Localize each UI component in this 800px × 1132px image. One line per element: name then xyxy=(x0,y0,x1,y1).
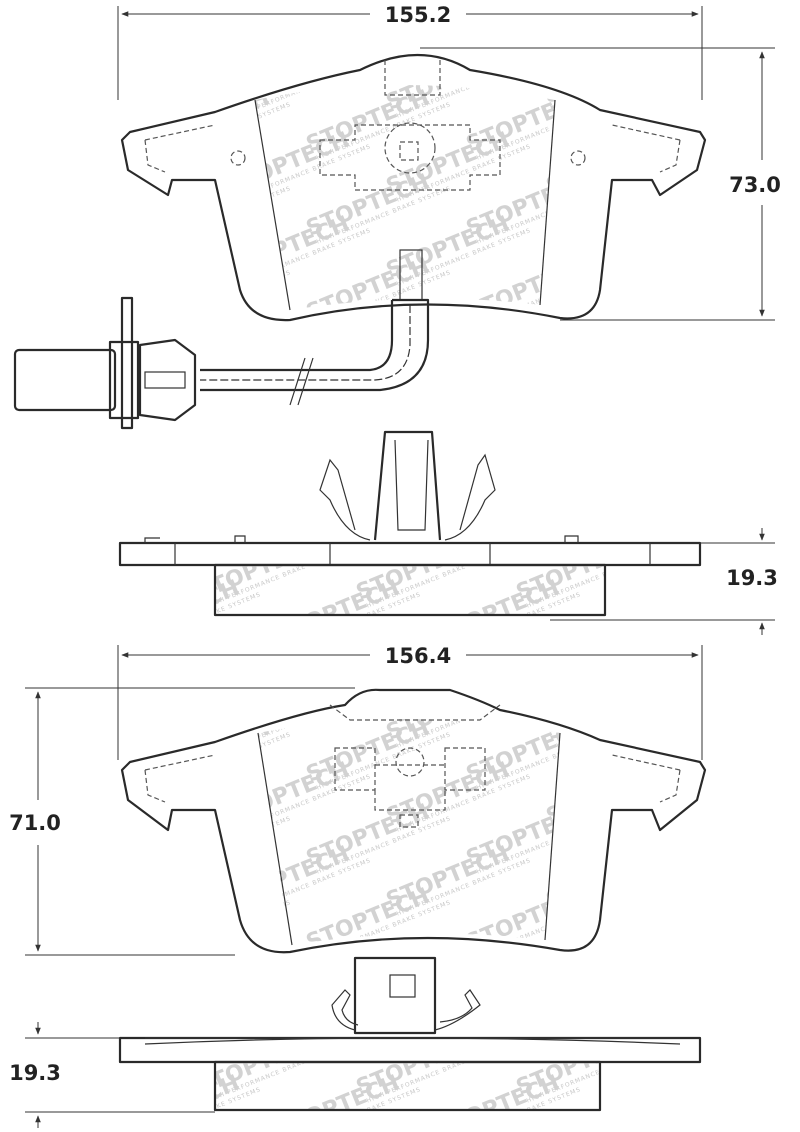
watermark-tagline: HIGH PERFORMANCE BRAKE SYSTEMS xyxy=(126,591,263,652)
watermark-tagline: HIGH PERFORMANCE BRAKE SYSTEMS xyxy=(556,857,693,918)
watermark-tagline: HIGH PERFORMANCE BRAKE SYSTEMS xyxy=(556,143,693,204)
watermark-tagline: HIGH PERFORMANCE BRAKE SYSTEMS xyxy=(156,101,293,162)
top-height-dimension: 73.0 xyxy=(420,47,781,321)
watermark-brand: STOPTECH xyxy=(543,758,673,830)
watermark-tagline: HIGH PERFORMANCE BRAKE SYSTEMS xyxy=(156,269,293,330)
bottom-height-dimension: 71.0 xyxy=(9,687,355,956)
bottom-width-label: 156.4 xyxy=(385,644,451,668)
watermark-brand: STOPTECH xyxy=(463,254,593,326)
watermark-brand: STOPTECH xyxy=(143,86,273,158)
watermark-brand: STOPTECH xyxy=(143,884,273,956)
watermark-brand: STOPTECH xyxy=(593,1071,723,1132)
watermark-tagline: HIGH PERFORMANCE BRAKE SYSTEMS xyxy=(556,689,693,750)
watermark-tagline: HIGH PERFORMANCE BRAKE SYSTEMS xyxy=(556,227,693,288)
bottom-width-dimension: 156.4 xyxy=(117,644,703,760)
bottom-thickness-label: 19.3 xyxy=(9,1061,61,1085)
top-thickness-dimension: 19.3 xyxy=(550,528,778,635)
watermark-brand: STOPTECH xyxy=(143,254,273,326)
watermark-brand: STOPTECH xyxy=(543,128,673,200)
top-height-label: 73.0 xyxy=(729,173,781,197)
watermark-brand: STOPTECH xyxy=(593,576,723,648)
bottom-height-label: 71.0 xyxy=(9,811,61,835)
watermark-tagline: HIGH PERFORMANCE BRAKE SYSTEMS xyxy=(606,591,743,652)
wear-sensor-connector xyxy=(13,296,197,430)
top-width-label: 155.2 xyxy=(385,3,451,27)
bottom-thickness-dimension: 19.3 xyxy=(9,1022,215,1128)
watermark-brand: STOPTECH xyxy=(543,44,673,116)
watermark-tagline: HIGH PERFORMANCE BRAKE SYSTEMS xyxy=(156,731,293,792)
watermark-tagline: HIGH PERFORMANCE BRAKE SYSTEMS xyxy=(606,1086,743,1132)
watermark-tagline: HIGH PERFORMANCE BRAKE SYSTEMS xyxy=(556,773,693,834)
watermark-brand: STOPTECH xyxy=(543,674,673,746)
watermark-tagline: HIGH PERFORMANCE BRAKE SYSTEMS xyxy=(236,59,373,120)
watermark-brand: STOPTECH xyxy=(143,716,273,788)
watermark-tagline: HIGH PERFORMANCE BRAKE SYSTEMS xyxy=(556,59,693,120)
top-width-dimension: 155.2 xyxy=(117,3,703,100)
wear-sensor-wire xyxy=(200,298,430,406)
top-thickness-label: 19.3 xyxy=(726,566,778,590)
